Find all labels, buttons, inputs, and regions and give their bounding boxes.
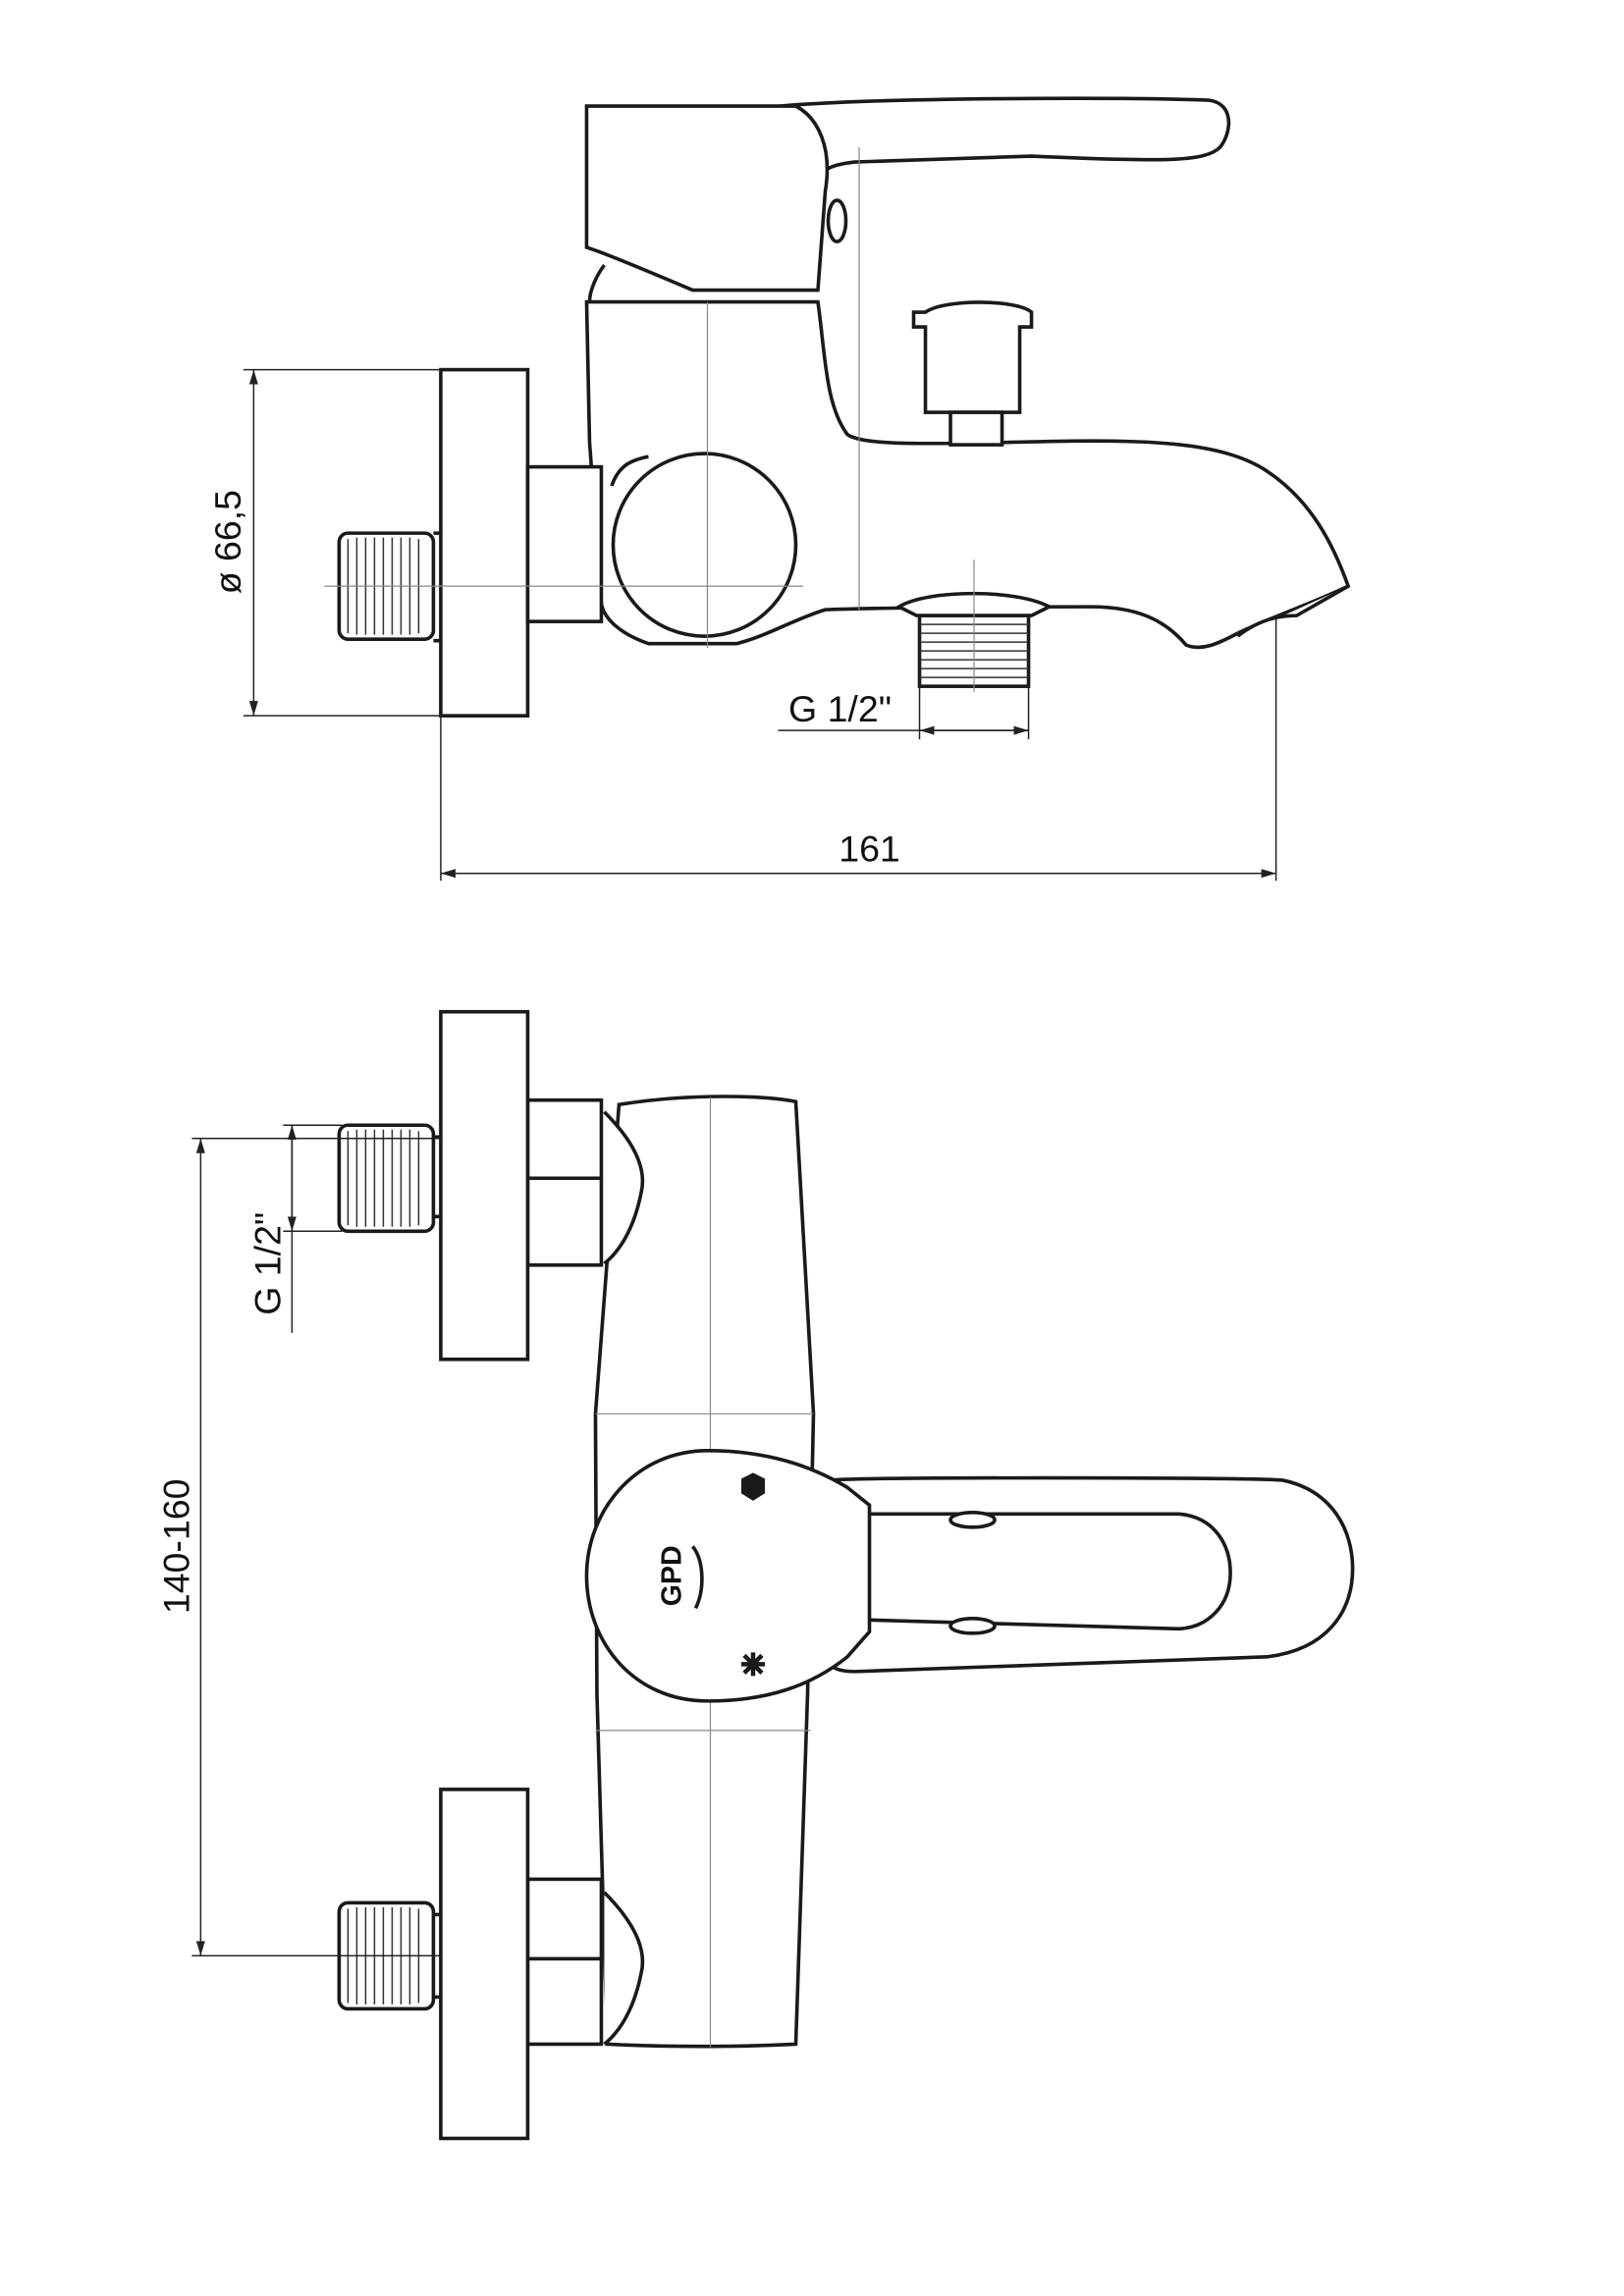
- handle-neck: [587, 263, 606, 302]
- side-view: ø 66,5 G 1/2" 161: [207, 96, 1351, 881]
- lower-connector: [525, 1877, 604, 2047]
- diameter-label: ø 66,5: [207, 490, 248, 594]
- lower-wall-flange: [439, 1788, 530, 2141]
- spacing-label: 140-160: [155, 1479, 196, 1615]
- handle-cap: [584, 104, 830, 293]
- cold-indicator-icon: [740, 1652, 765, 1677]
- diverter-stem: [948, 410, 1004, 447]
- eccentric-connector: [525, 464, 604, 623]
- upper-wall-flange: [439, 1009, 530, 1362]
- lower-body-curve: [603, 1891, 645, 2046]
- diverter-knob: [611, 452, 798, 638]
- length-label: 161: [839, 828, 900, 870]
- front-thread-label: G 1/2": [246, 1212, 288, 1315]
- handle-pin: [826, 198, 848, 243]
- side-thread-label: G 1/2": [788, 688, 892, 729]
- upper-connector: [525, 1097, 604, 1267]
- logo-text: GPD: [656, 1545, 687, 1606]
- front-view: GPD 140-160 G 1/2": [155, 1009, 1355, 2141]
- upper-body-curve: [603, 1110, 645, 1265]
- brand-logo: GPD: [656, 1545, 704, 1610]
- handle-lever-front[interactable]: [823, 1475, 1355, 1674]
- hot-indicator-icon: [740, 1472, 765, 1501]
- handle-lever: [775, 96, 1231, 190]
- lever-slot: [869, 1512, 1232, 1631]
- diverter-button[interactable]: [911, 300, 1034, 414]
- wall-flange: [439, 367, 530, 718]
- handle-disc: [584, 1449, 872, 1703]
- upper-supply-nut: [337, 1123, 436, 1234]
